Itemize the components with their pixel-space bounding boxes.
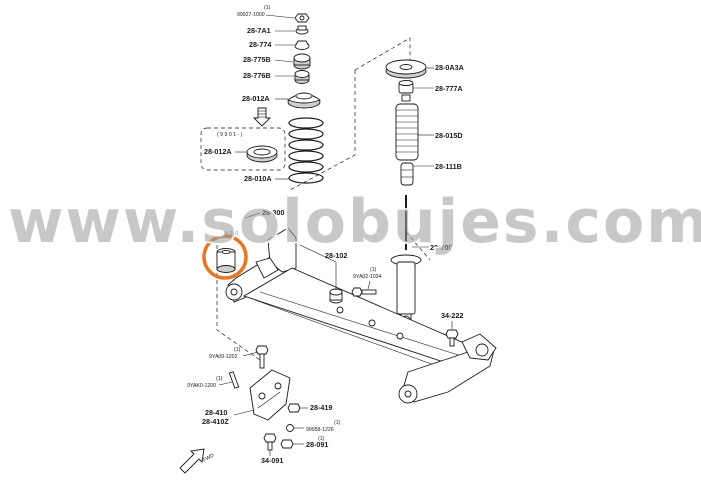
bolt-9YA09-part bbox=[255, 345, 269, 369]
part-label-34-091: 34-091 bbox=[261, 456, 283, 465]
bump-stop-part bbox=[398, 80, 414, 102]
bolt-34-222-part bbox=[445, 329, 459, 347]
highlight-circle bbox=[202, 234, 248, 280]
watermark-text: www.solobujes.com bbox=[8, 187, 701, 257]
part-label-28-775B: 28-775B bbox=[243, 55, 271, 64]
fwd-label: FWD bbox=[202, 453, 215, 464]
qty-label: (1) bbox=[234, 347, 241, 353]
part-label-28-776B: 28-776B bbox=[243, 71, 271, 80]
assembly-guide bbox=[289, 70, 356, 191]
part-label-28-300: 28-300 bbox=[262, 208, 284, 217]
alternate-part-box bbox=[200, 127, 286, 171]
assembly-guide-left bbox=[216, 245, 261, 361]
torsion-beam-axle-part bbox=[225, 227, 497, 404]
fwd-arrow-icon: FWD bbox=[179, 448, 215, 474]
part-label-28-102: 28-102 bbox=[325, 251, 347, 260]
bushing-upper-part bbox=[293, 53, 311, 70]
bolt-28-419-part bbox=[287, 403, 301, 413]
part-label-28-012A-box: 28-012A bbox=[204, 147, 232, 156]
highlighted-part-label: 28-300 bbox=[222, 231, 238, 237]
washer-part bbox=[295, 25, 309, 35]
down-arrow-icon bbox=[252, 107, 272, 127]
qty-label: (1) bbox=[318, 436, 325, 442]
qty-label: (1) bbox=[216, 376, 223, 382]
box-header: ( 9 9 0 1 - ) bbox=[217, 132, 243, 138]
part-label-28-015D: 28-015D bbox=[435, 131, 463, 140]
part-label-28-419: 28-419 bbox=[310, 403, 332, 412]
qty-label: (1) bbox=[334, 420, 341, 426]
bump-rubber-part bbox=[400, 162, 414, 186]
nut-28-091-part bbox=[280, 439, 294, 449]
qty-label: (1) bbox=[370, 267, 377, 273]
part-label-28-410: 28-410 bbox=[205, 408, 227, 417]
part-label-28-7A1: 28-7A1 bbox=[247, 26, 271, 35]
dust-boot-part bbox=[395, 103, 419, 161]
part-label-9YA09-1202: 9YA09-1202 bbox=[209, 354, 238, 360]
bolt-9YAK0-part bbox=[228, 371, 240, 389]
spring-seat-upper-part bbox=[287, 92, 321, 109]
part-label-28-010A: 28-010A bbox=[244, 174, 272, 183]
part-label-28-0A3A: 28-0A3A bbox=[435, 63, 464, 72]
shock-upper-seat-part bbox=[385, 59, 427, 79]
coil-spring-part bbox=[288, 117, 324, 184]
bracket-plate-part bbox=[249, 369, 291, 421]
washer-99958-part bbox=[286, 424, 294, 432]
bushing-lower-part bbox=[294, 70, 310, 84]
cap-part bbox=[294, 40, 310, 50]
part-label-9YA02-1034: 9YA02-1034 bbox=[353, 274, 382, 280]
part-label-28-111B: 28-111B bbox=[435, 162, 462, 171]
assembly-guide-shock bbox=[405, 231, 431, 261]
highlighted-bushing-part bbox=[216, 248, 236, 273]
part-label-99958-1226: 99958-1226 bbox=[306, 427, 334, 433]
nut-part bbox=[294, 13, 310, 23]
part-label-28-091: 28-091 bbox=[306, 440, 328, 449]
part-label-28-012A-top: 28-012A bbox=[242, 94, 270, 103]
part-label-34-222: 34-222 bbox=[441, 311, 463, 320]
part-label-28-774: 28-774 bbox=[249, 40, 271, 49]
spring-seat-alt-part bbox=[246, 145, 278, 163]
part-label-99927-1000: 99927-1000 bbox=[237, 12, 265, 18]
part-label-28-700: 28-700 bbox=[430, 243, 452, 252]
bolt-9YA02-part bbox=[351, 287, 377, 297]
part-label-28-410Z: 28-410Z bbox=[202, 417, 229, 426]
part-label-28-777A: 28-777A bbox=[435, 84, 463, 93]
bushing-28-102-part bbox=[329, 288, 343, 304]
bolt-34-091-part bbox=[263, 433, 277, 451]
part-label-9YAK0-1200: 9YAK0-1200 bbox=[187, 383, 216, 389]
qty-label: (1) bbox=[264, 5, 271, 11]
